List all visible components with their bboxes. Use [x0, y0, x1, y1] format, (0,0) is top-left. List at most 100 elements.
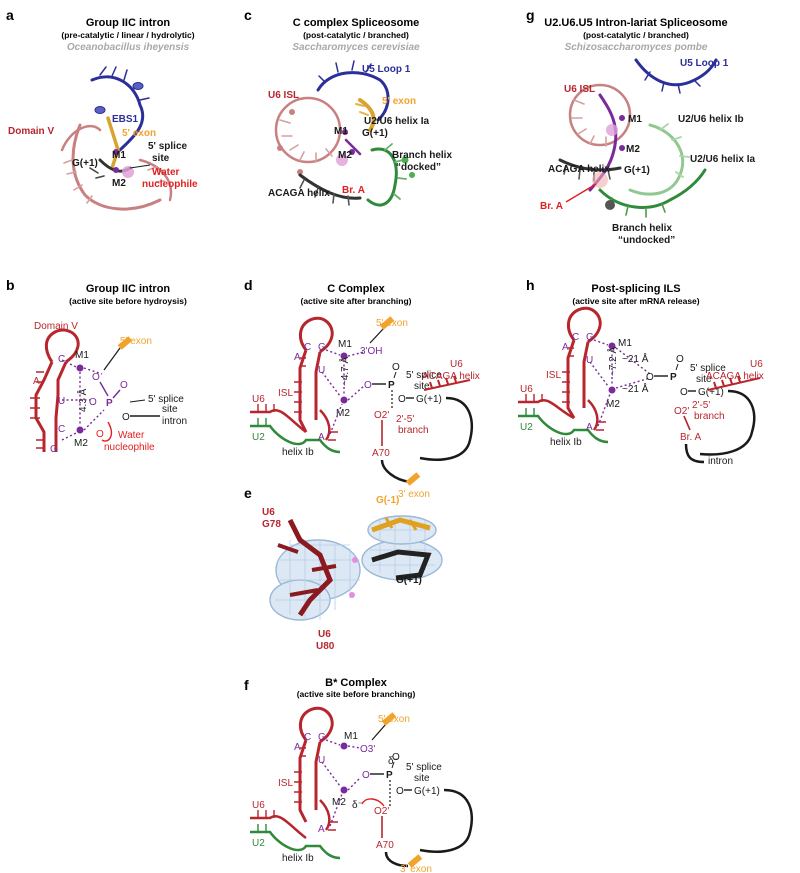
- panel-f-subtitle: (active site before branching): [297, 689, 416, 699]
- panel-b-m1: M1: [75, 350, 89, 361]
- panel-c-bra: Br. A: [342, 185, 365, 196]
- panel-d-a2: A: [318, 432, 325, 443]
- panel-h-b2: branch: [694, 411, 725, 422]
- panel-letter-a: a: [6, 7, 14, 23]
- panel-b-g: G: [50, 444, 58, 455]
- panel-f-ominus: O: [392, 752, 400, 763]
- panel-letter-g: g: [526, 7, 535, 23]
- panel-c-species: Saccharomyces cerevisiae: [292, 42, 420, 53]
- panel-h-a: A: [562, 342, 569, 353]
- panel-b-hairpin: [30, 328, 80, 452]
- panel-e-u6top: U6: [262, 507, 275, 518]
- panel-letter-e: e: [244, 485, 252, 501]
- panel-h-m1: M1: [618, 338, 632, 349]
- panel-d-m1: M1: [338, 339, 352, 350]
- panel-h-subtitle: (active site after mRNA release): [572, 296, 699, 306]
- panel-b-o-top: O: [92, 372, 100, 383]
- panel-b-c: C: [58, 354, 65, 365]
- panel-d-helixIb: helix Ib: [282, 447, 314, 458]
- panel-g-branch1: Branch helix: [612, 223, 672, 234]
- panel-g-helixIb: U2/U6 helix Ib: [678, 114, 744, 125]
- panel-e-g78: G78: [262, 519, 281, 530]
- panel-h-o2: O2': [674, 406, 689, 417]
- panel-h-isl-label: ISL: [546, 370, 561, 381]
- panel-f-helixIb: helix Ib: [282, 853, 314, 864]
- panel-g-branch2: “undocked”: [618, 235, 675, 246]
- panel-b-o-left: O: [89, 397, 97, 408]
- panel-f-isl: [294, 706, 334, 823]
- panel-c-u5: U5 Loop 1: [362, 64, 411, 75]
- panel-letter-f: f: [244, 677, 249, 693]
- panel-f-3exon: 3' exon: [400, 864, 432, 873]
- panel-h-d1: ~21 Å: [622, 352, 649, 365]
- panel-d-c: C: [304, 342, 311, 353]
- panel-g-structure: [558, 58, 718, 218]
- panel-b-m1-ion: [76, 364, 84, 372]
- panel-a-title: Group IIC intron: [86, 17, 171, 29]
- panel-e-gminus: G(-1): [376, 495, 399, 506]
- panel-d-m2: M2: [336, 408, 350, 419]
- panel-b-exon-box: [117, 336, 133, 350]
- panel-b-a: A: [33, 376, 40, 387]
- panel-b-title: Group IIC intron: [86, 283, 171, 295]
- panel-letter-c: c: [244, 7, 252, 23]
- panel-e: e U6 G78 G(-1) G(+1) U6 U80: [244, 485, 443, 652]
- panel-c: c C complex Spliceosome (post-catalytic …: [244, 7, 452, 207]
- panel-d-u6a: U6: [450, 359, 463, 370]
- panel-d-3exon: 3' exon: [398, 489, 430, 500]
- panel-a-water2: nucleophile: [142, 179, 198, 190]
- panel-d-title: C Complex: [327, 283, 385, 295]
- panel-f-c: C: [304, 732, 311, 743]
- panel-e-u6bot: U6: [318, 629, 331, 640]
- panel-a-m1: M1: [112, 150, 126, 161]
- panel-h-d3: ~21 Å: [622, 382, 649, 395]
- panel-h-title: Post-splicing ILS: [591, 283, 680, 295]
- panel-d-o-g: O: [398, 394, 406, 405]
- panel-b-ohminus2: O: [96, 429, 104, 440]
- panel-h-o-g: O: [680, 387, 688, 398]
- panel-g-m2: M2: [626, 144, 640, 155]
- panel-a-structure: [60, 66, 173, 211]
- panel-a-subtitle: (pre-catalytic / linear / hydrolytic): [61, 30, 194, 40]
- panel-f-a70: A70: [376, 840, 394, 851]
- panel-h-g: G: [586, 332, 594, 343]
- panel-f-m1: M1: [344, 731, 358, 742]
- panel-h-b1: 2'-5': [692, 400, 710, 411]
- panel-f-splice2: site: [414, 773, 430, 784]
- panel-h-u: U: [586, 355, 593, 366]
- panel-d-o: O: [364, 380, 372, 391]
- panel-h-splice1: 5' splice: [690, 363, 726, 374]
- panel-d-isl: [294, 316, 334, 433]
- panel-g-helixIa: U2/U6 helix Ia: [690, 154, 755, 165]
- panel-f-u: U: [318, 755, 325, 766]
- panel-f-m2: M2: [332, 797, 346, 808]
- panel-d-u2: U2: [252, 432, 265, 443]
- panel-h-intron: intron: [708, 456, 733, 467]
- panel-c-title: C complex Spliceosome: [293, 17, 420, 29]
- panel-h-helixIb: helix Ib: [550, 437, 582, 448]
- panel-d-g: G: [318, 342, 326, 353]
- panel-c-branch1: Branch helix: [392, 150, 452, 161]
- panel-f-title: B* Complex: [325, 677, 388, 689]
- panel-b-domainV: Domain V: [34, 321, 78, 332]
- panel-d-p: P: [388, 380, 395, 391]
- panel-d: d C Complex (active site after branching…: [244, 277, 480, 500]
- panel-c-5exon: 5' exon: [382, 96, 416, 107]
- panel-d-a: A: [294, 352, 301, 363]
- panel-b-ohminus: O: [122, 412, 130, 423]
- panel-a-5exon: 5' exon: [122, 128, 156, 139]
- panel-h-bra: Br. A: [680, 432, 701, 443]
- panel-c-m1: M1: [334, 126, 348, 137]
- panel-letter-h: h: [526, 277, 535, 293]
- panel-d-splice2: site: [414, 381, 430, 392]
- panel-g-species: Schizosaccharomyces pombe: [565, 42, 708, 53]
- panel-h-c: C: [572, 332, 579, 343]
- panel-d-u6b: ACAGA helix: [422, 371, 480, 382]
- panel-d-splice1: 5' splice: [406, 370, 442, 381]
- panel-a-splice2: site: [152, 153, 170, 164]
- panel-b: b Group IIC intron (active site before h…: [6, 277, 187, 455]
- panel-b-c2: C: [58, 424, 65, 435]
- panel-c-helixIa: U2/U6 helix Ia: [364, 116, 429, 127]
- panel-a-splice1: 5' splice: [148, 141, 188, 152]
